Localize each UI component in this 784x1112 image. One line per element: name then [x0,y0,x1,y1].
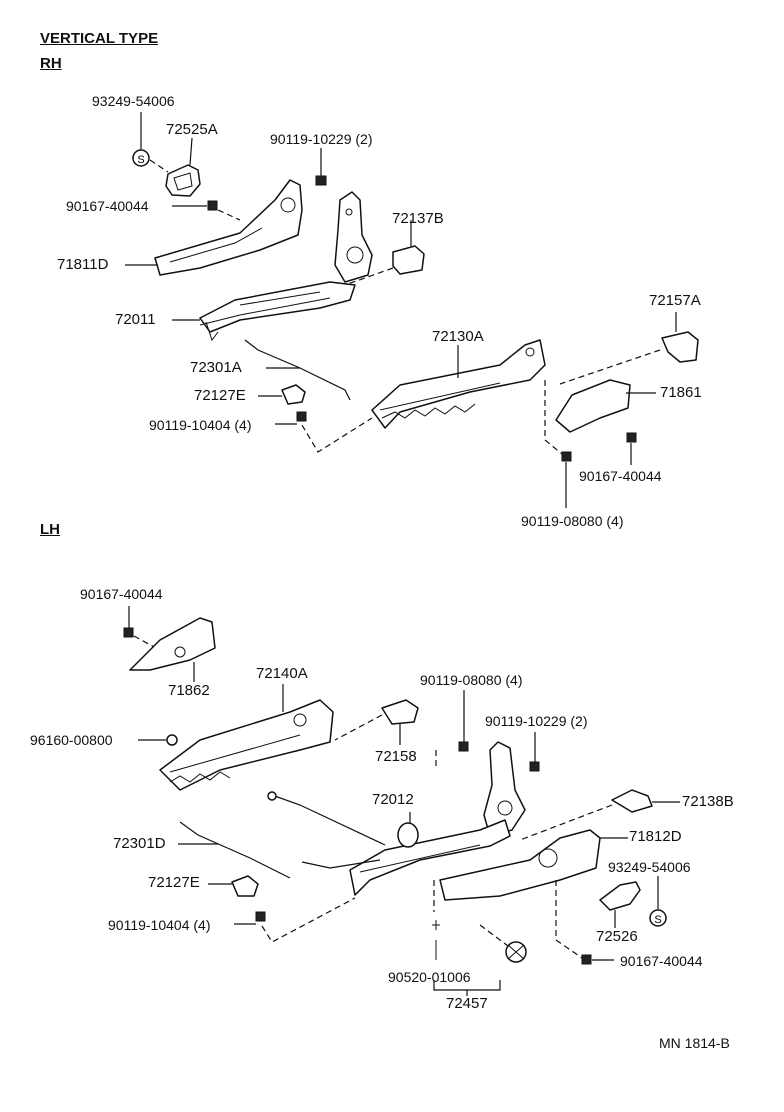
label-90119-08080-rh: 90119-08080 (4) [521,513,624,529]
label-72012: 72012 [372,791,414,808]
label-90119-10229-rh: 90119-10229 (2) [270,131,373,147]
bolt-90119-10404-rh [275,411,373,453]
bolt-90119-10404-lh [234,897,356,943]
s-mark-icon-lh: S [649,876,667,927]
knob-90520-01006 [432,880,527,963]
label-71812d: 71812D [629,828,682,845]
cable-72301a [244,339,351,401]
label-72127e-lh: 72127E [148,874,200,891]
label-72158: 72158 [375,748,417,765]
clip-72127e-rh [258,384,306,405]
label-72525a: 72525A [166,121,218,138]
label-90167-40044-lh1: 90167-40044 [80,586,163,602]
lever-72525a [165,164,201,197]
adjuster-72140a [159,684,334,791]
label-72301d: 72301D [113,835,166,852]
section-lh-label: LH [40,521,60,538]
bolt-90119-08080-rh [544,439,572,508]
label-72157a: 72157A [649,292,701,309]
bolt-90167-40044-rh [172,200,241,221]
nut-96160-00800 [138,734,178,746]
label-93249-54006-lh: 93249-54006 [608,859,691,875]
label-96160-00800: 96160-00800 [30,732,113,748]
label-72011: 72011 [115,311,156,328]
label-72140a: 72140A [256,665,308,682]
label-71811d: 71811D [57,256,109,273]
label-90119-10229-lh: 90119-10229 (2) [485,713,588,729]
clip-72127e-lh [208,875,259,897]
label-72127e-rh: 72127E [194,387,246,404]
label-90119-10404-lh: 90119-10404 (4) [108,917,211,933]
svg-text:S: S [654,914,661,926]
bolt-90119-10229-rh [315,148,327,186]
bolt-90119-08080-lh [435,690,469,770]
label-72457: 72457 [446,995,488,1012]
cover-71811d [125,179,303,276]
label-90167-40044-rh1: 90167-40044 [66,198,149,214]
label-71862: 71862 [168,682,210,699]
diagram-title: VERTICAL TYPE [40,30,159,47]
label-72138b: 72138B [682,793,734,810]
label-90119-10404-rh: 90119-10404 (4) [149,417,252,433]
label-72137b: 72137B [392,210,444,227]
s-mark-icon-rh: S [132,149,150,167]
recliner-frame-rh [334,191,373,283]
bolt-90167-40044-lh [123,606,157,649]
bolt-90167-40044-rh2 [626,432,637,465]
adjuster-72130a [371,339,546,429]
label-72130a: 72130A [432,328,484,345]
bracket-72138b [519,789,680,841]
label-93249-54006-rh: 93249-54006 [92,93,175,109]
label-72301a: 72301A [190,359,242,376]
label-71861: 71861 [660,384,702,401]
label-72526: 72526 [596,928,638,945]
label-90119-08080-lh: 90119-08080 (4) [420,672,523,688]
cover-71861 [544,379,656,440]
drawing-code: MN 1814-B [659,1035,730,1051]
group-bracket-72457 [433,980,501,996]
cable-72301d [178,821,291,879]
adjuster-72012 [349,812,511,896]
cover-71862 [129,617,216,682]
cover-71812d [439,829,628,901]
release-rod [267,791,386,869]
label-90520-01006: 90520-01006 [388,969,471,985]
label-90167-40044-lh2: 90167-40044 [620,953,703,969]
bracket-72158 [334,699,419,745]
bolt-90119-10229-lh [529,732,540,772]
label-90167-40044-rh2: 90167-40044 [579,468,662,484]
recliner-frame-lh [483,741,526,837]
adjuster-72011 [172,281,356,342]
bracket-72137b [344,220,425,286]
lever-72526 [599,881,641,928]
bracket-72157a [559,312,699,385]
svg-text:S: S [137,154,144,166]
section-rh-label: RH [40,55,62,72]
bolt-90167-40044-lh2 [555,880,614,965]
